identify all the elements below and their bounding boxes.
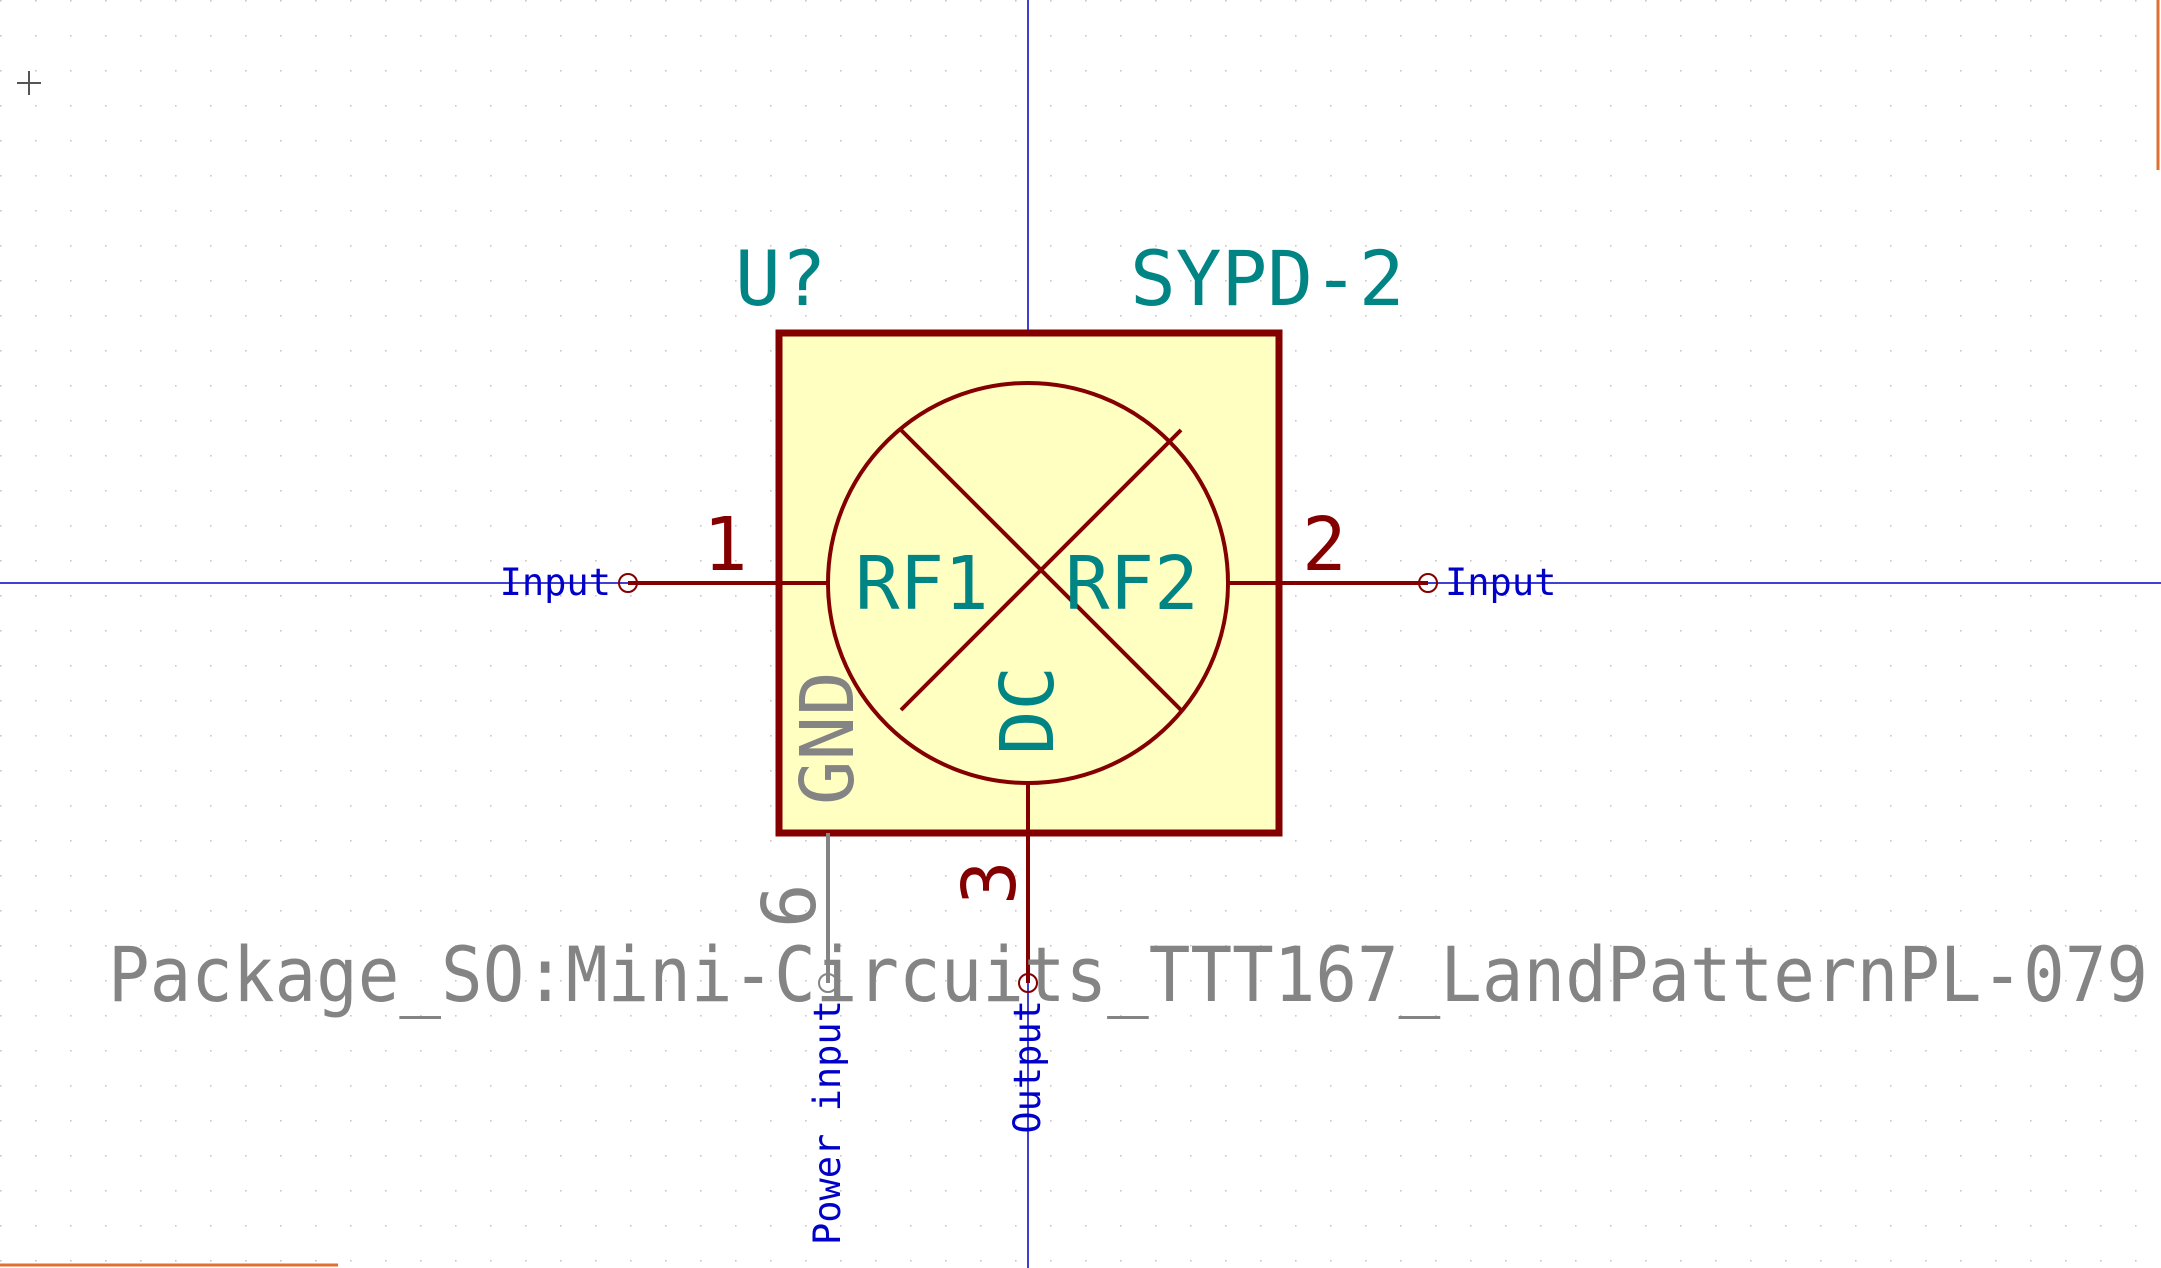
pin-6-type-label: Power input — [806, 1000, 849, 1245]
pin-number-6: 6 — [747, 883, 833, 928]
origin-cross-icon — [17, 71, 41, 95]
pin-number-1: 1 — [703, 502, 748, 588]
pin-1-endpoint[interactable] — [618, 573, 638, 593]
pin-name-rf1: RF1 — [855, 541, 989, 627]
pin-name-dc: DC — [985, 666, 1071, 755]
value-label[interactable]: SYPD-2 — [1130, 234, 1405, 323]
pin-number-2: 2 — [1302, 502, 1347, 588]
pin-1-type-label: Input — [500, 561, 611, 604]
pin-3-endpoint[interactable] — [1018, 973, 1038, 993]
pin-name-gnd: GND — [785, 671, 871, 805]
pin-3-type-label: Output — [1006, 1000, 1049, 1134]
pin-number-3: 3 — [947, 860, 1033, 905]
pin-2-endpoint[interactable] — [1418, 573, 1438, 593]
footprint-field[interactable]: Package_SO:Mini-Circuits_TTT167_LandPatt… — [108, 930, 2148, 1019]
pin-6-endpoint[interactable] — [818, 973, 838, 993]
symbol-cross-line-b — [899, 428, 1183, 712]
pin-name-rf2: RF2 — [1065, 541, 1199, 627]
reference-designator[interactable]: U? — [735, 234, 827, 323]
pin-2-type-label: Input — [1445, 561, 1556, 604]
